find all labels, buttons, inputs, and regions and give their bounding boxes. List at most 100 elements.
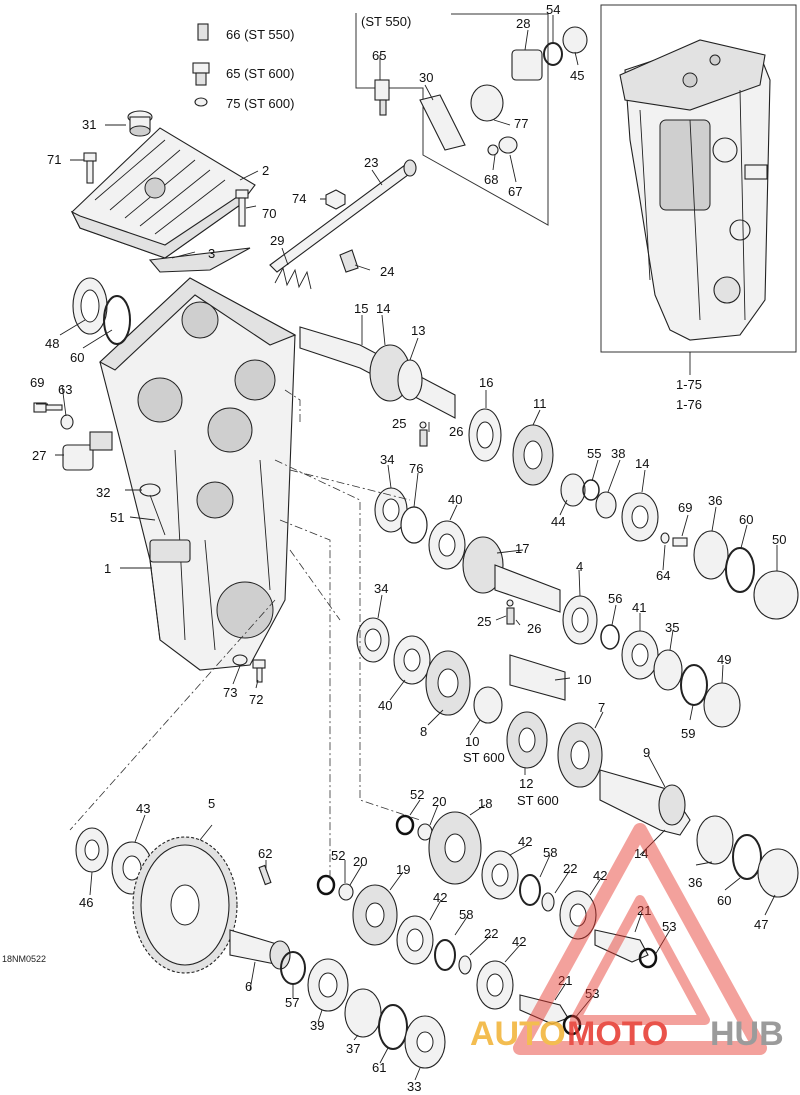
fitting-24 [339,249,359,273]
washer-34-b [356,617,390,663]
callout-60c: 60 [717,893,731,908]
callout-47: 47 [754,917,768,932]
st550-parts [374,26,588,156]
callout-1-75: 1-75 [676,377,702,392]
plug-27 [62,431,113,471]
bushing-10 [473,654,566,724]
callout-73: 73 [223,685,237,700]
ring-37-61 [344,988,408,1050]
callout-60: 60 [70,350,84,365]
ring-38-55 [582,479,617,519]
callout-23: 23 [364,155,378,170]
switch-65-66 [192,23,210,107]
callout-76: 76 [409,461,423,476]
callout-45: 45 [570,68,584,83]
bearing-41 [621,630,659,680]
bolt-70 [235,189,249,227]
seal-36-60-50 [693,530,799,620]
callout-77: 77 [514,116,528,131]
callout-7: 7 [598,700,605,715]
leader-lines [36,15,778,1081]
callout-41: 41 [632,600,646,615]
callout-63: 63 [58,382,72,397]
callout-52b: 52 [331,848,345,863]
callout-st600b: ST 600 [517,793,559,808]
callout-74: 74 [292,191,306,206]
callout-1: 1 [104,561,111,576]
callout-69: 69 [30,375,44,390]
callout-st550: (ST 550) [361,14,411,29]
callout-26a: 26 [449,424,463,439]
callout-42c: 42 [593,868,607,883]
gasket-48-circlip-60 [72,277,131,345]
callout-55: 55 [587,446,601,461]
callout-19: 19 [396,862,410,877]
callout-69b: 69 [678,500,692,515]
assembly-paths [69,352,691,880]
bearing-39 [307,958,349,1012]
bearing-14-upper [621,492,659,542]
callout-15: 15 [354,301,368,316]
spring-29 [274,266,312,290]
callout-62: 62 [258,846,272,861]
callout-68: 68 [484,172,498,187]
callout-12: 12 [519,776,533,791]
callout-1-76: 1-76 [676,397,702,412]
callout-34a: 34 [380,452,394,467]
callout-10b: 10 [465,734,479,749]
watermark-moto: MOTO [567,1015,668,1053]
sprocket-5 [132,836,238,974]
gear-18 [428,811,482,885]
shaft-17 [462,536,561,613]
orings-52-20 [316,814,433,901]
bolt-69-64 [660,532,688,547]
callout-35: 35 [665,620,679,635]
callout-52a: 52 [410,787,424,802]
callout-39: 39 [310,1018,324,1033]
callout-26b: 26 [527,621,541,636]
callout-32: 32 [96,485,110,500]
callout-48: 48 [45,336,59,351]
gear-7 [557,722,603,788]
callout-46: 46 [79,895,93,910]
bolt-71 [83,152,97,184]
callout-labels: 66 (ST 550) 65 (ST 600) 75 (ST 600) 31 7… [2,2,786,1094]
assembled-gearbox-inset [600,4,797,353]
callout-37: 37 [346,1041,360,1056]
callout-17: 17 [515,541,529,556]
callout-66: 66 (ST 550) [226,27,294,42]
top-cover [70,127,256,273]
spring-25-26-b [506,599,515,625]
callout-70: 70 [262,206,276,221]
watermark-hub: HUB [710,1015,784,1053]
callout-59: 59 [681,726,695,741]
callout-30: 30 [419,70,433,85]
callout-14a: 14 [376,301,390,316]
callout-25a: 25 [392,416,406,431]
callout-8: 8 [420,724,427,739]
callout-20a: 20 [432,794,446,809]
watermark-auto: AUTO [470,1015,566,1053]
output-shaft-9 [599,769,691,836]
callout-51: 51 [110,510,124,525]
st550-group-box [355,13,549,226]
callout-33: 33 [407,1079,421,1094]
callout-10a: 10 [577,672,591,687]
hub-6 [229,929,291,970]
main-housing [99,277,297,671]
callout-42d: 42 [512,934,526,949]
callout-24: 24 [380,264,394,279]
bolt-69-washer-63 [33,402,74,430]
callout-20b: 20 [353,854,367,869]
washer-76 [400,506,428,544]
callout-2: 2 [262,163,269,178]
callout-16: 16 [479,375,493,390]
callout-67: 67 [508,184,522,199]
callout-44: 44 [551,514,565,529]
callout-21a: 21 [637,903,651,918]
gear-8 [425,650,471,716]
callout-43: 43 [136,801,150,816]
callout-22b: 22 [484,926,498,941]
callout-53a: 53 [662,919,676,934]
dipstick-32-51 [139,483,166,536]
